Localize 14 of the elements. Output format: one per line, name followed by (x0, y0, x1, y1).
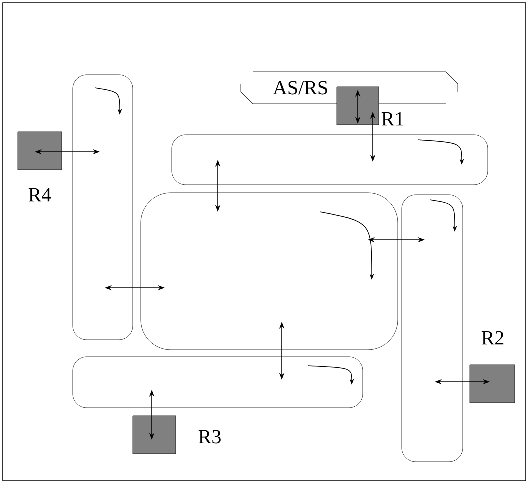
robot-box (18, 132, 62, 170)
conveyor-band (172, 134, 488, 186)
robot-label: R4 (28, 188, 52, 202)
conveyor-band (72, 74, 134, 340)
robot-label: R2 (482, 331, 504, 345)
robot-label: R3 (198, 430, 221, 444)
storage-box: AS/RS (240, 72, 458, 104)
conveyor-band (402, 194, 464, 462)
loop-area (140, 192, 398, 350)
robot-label: R1 (382, 112, 404, 126)
conveyor-band (72, 356, 364, 408)
robot-box (132, 416, 176, 454)
robot-box (470, 364, 516, 404)
robot-box (336, 86, 380, 126)
